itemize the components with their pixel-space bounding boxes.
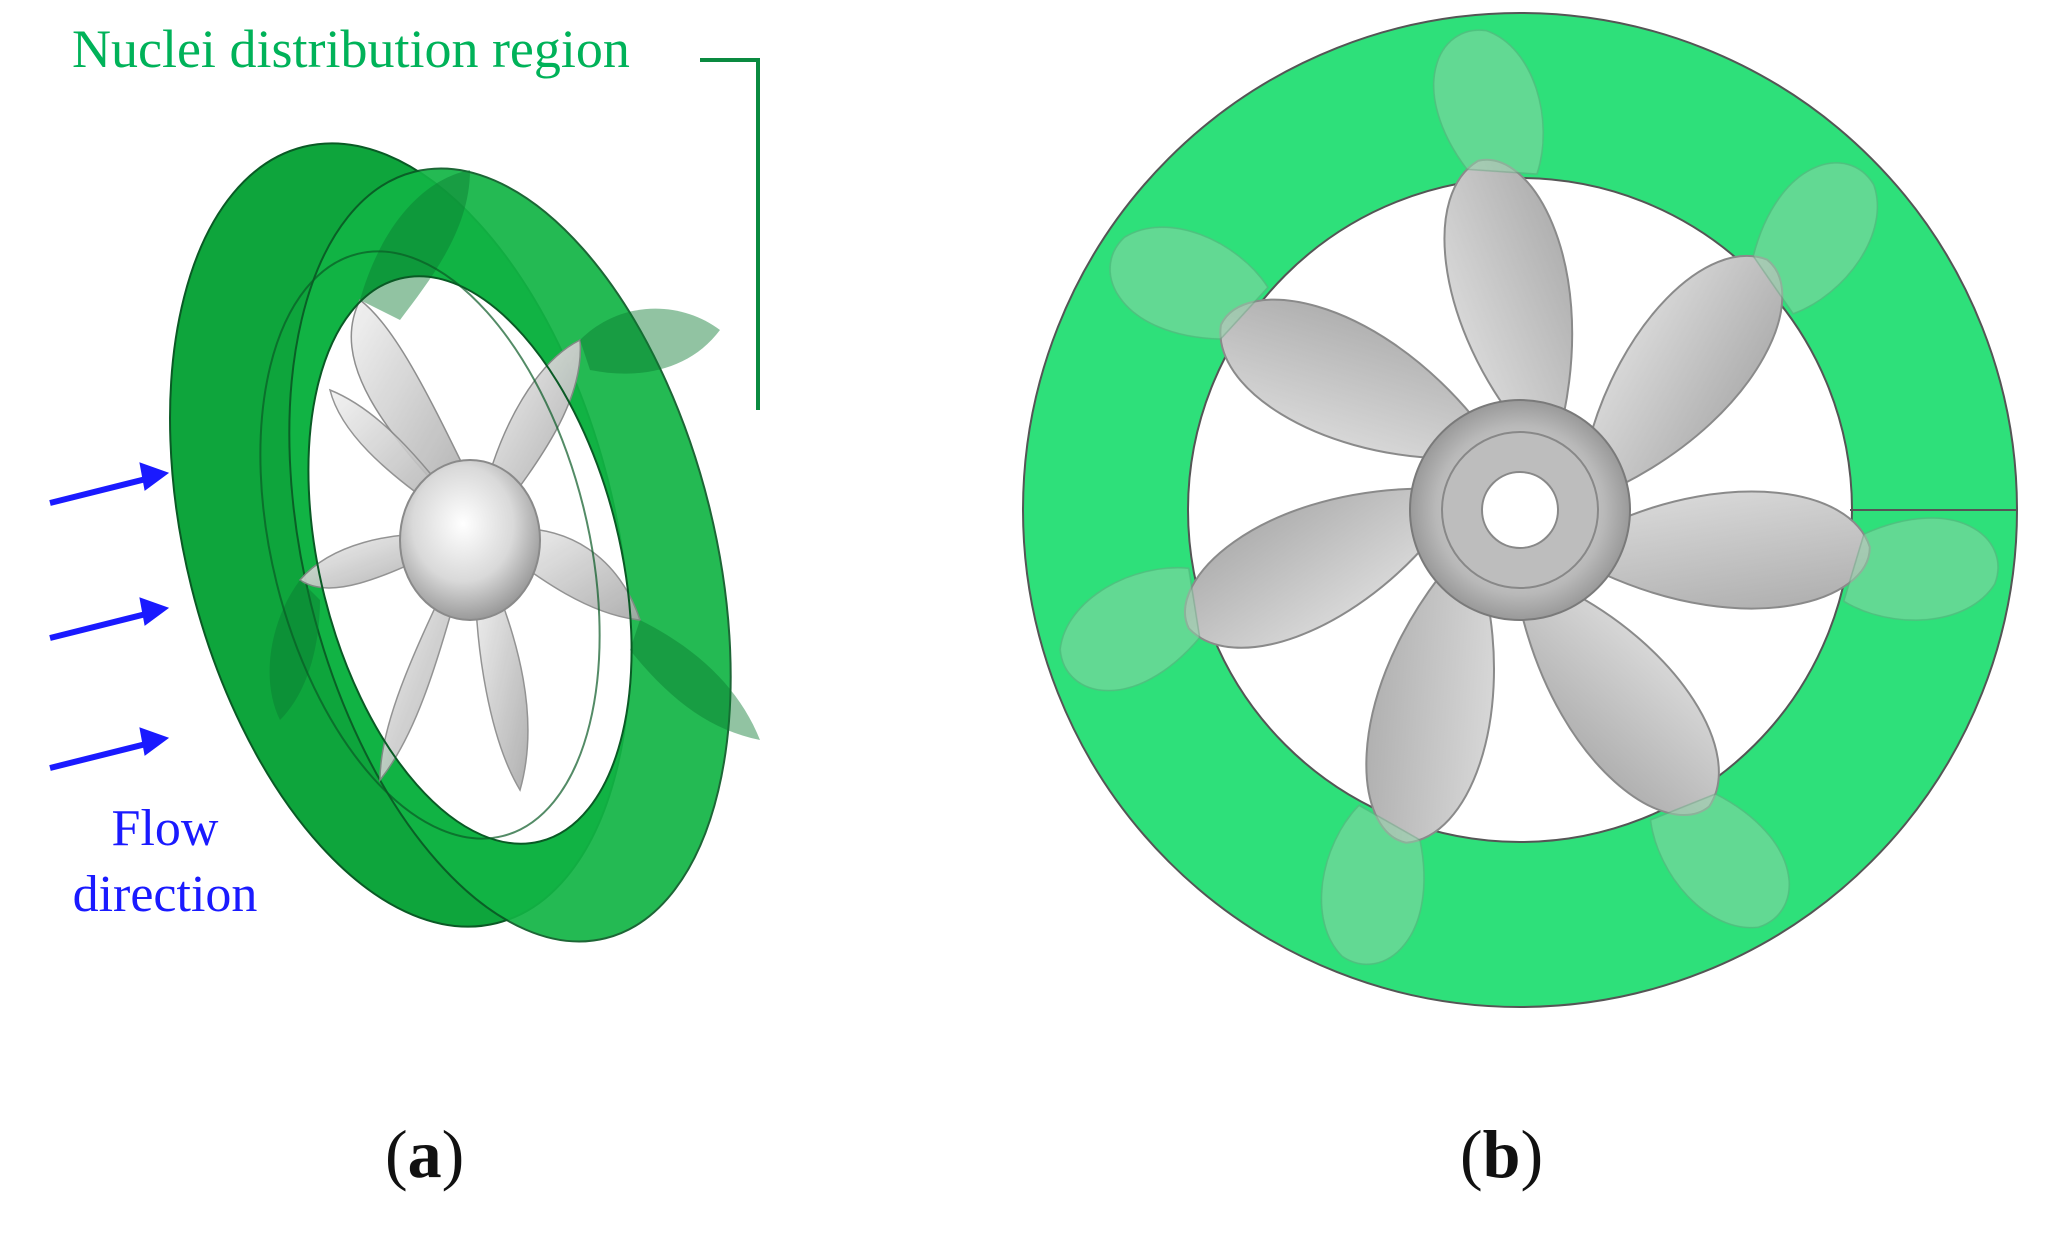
blade-tip <box>1752 162 1879 315</box>
blade-tip <box>1059 566 1201 692</box>
hub-oblique <box>399 459 541 621</box>
blade-tip <box>1320 804 1425 966</box>
blade-tip <box>1649 793 1790 929</box>
nuclei-region-label: Nuclei distribution region <box>72 19 630 79</box>
panel-a: Nuclei distribution region Flow directio… <box>0 0 880 1252</box>
region-leader-line <box>700 58 760 410</box>
panel-a-caption: (a) <box>385 1116 465 1192</box>
panel-b-caption: (b) <box>1460 1116 1544 1192</box>
blade-tip <box>1842 517 1999 621</box>
blade-tips-oblique <box>269 170 760 740</box>
blade-tips-front <box>1059 29 1999 966</box>
oblique-view-drawing <box>49 58 760 943</box>
blade-tip <box>1109 226 1269 340</box>
panel-b: (b) <box>980 0 2068 1252</box>
blades-front <box>1184 158 1871 844</box>
blade-tip <box>1433 29 1544 175</box>
hub-shaft-hole <box>1481 471 1559 549</box>
flow-direction-label: Flow direction <box>72 800 258 924</box>
flow-arrows <box>49 462 170 771</box>
front-view-drawing <box>1022 12 2018 1008</box>
